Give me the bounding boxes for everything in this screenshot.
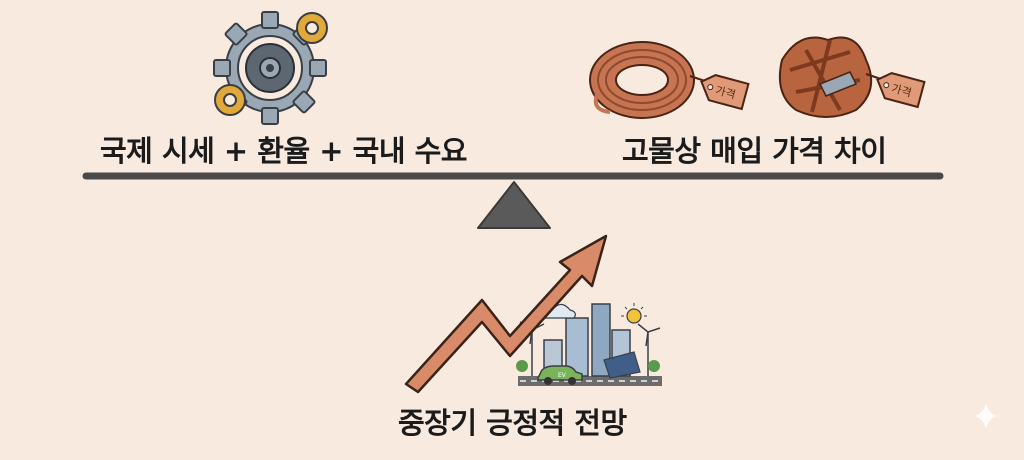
gears-icon	[213, 11, 328, 125]
left-label: 국제 시세 + 환율 + 국내 수요	[100, 134, 467, 168]
ev-badge-text: EV	[558, 372, 567, 379]
city-icon: EV	[516, 303, 662, 386]
scrap-tag-text: 가격	[890, 82, 913, 100]
growth-arrow-icon	[404, 234, 608, 394]
right-label: 고물상 매입 가격 차이	[622, 134, 887, 168]
scrap-copper-icon: 가격	[778, 36, 926, 118]
copper-coil-icon: 가격	[589, 41, 750, 119]
bottom-label: 중장기 긍정적 전망	[398, 406, 627, 440]
sparkle-icon	[974, 402, 998, 430]
fulcrum	[477, 181, 551, 229]
coil-tag-text: 가격	[714, 84, 737, 102]
